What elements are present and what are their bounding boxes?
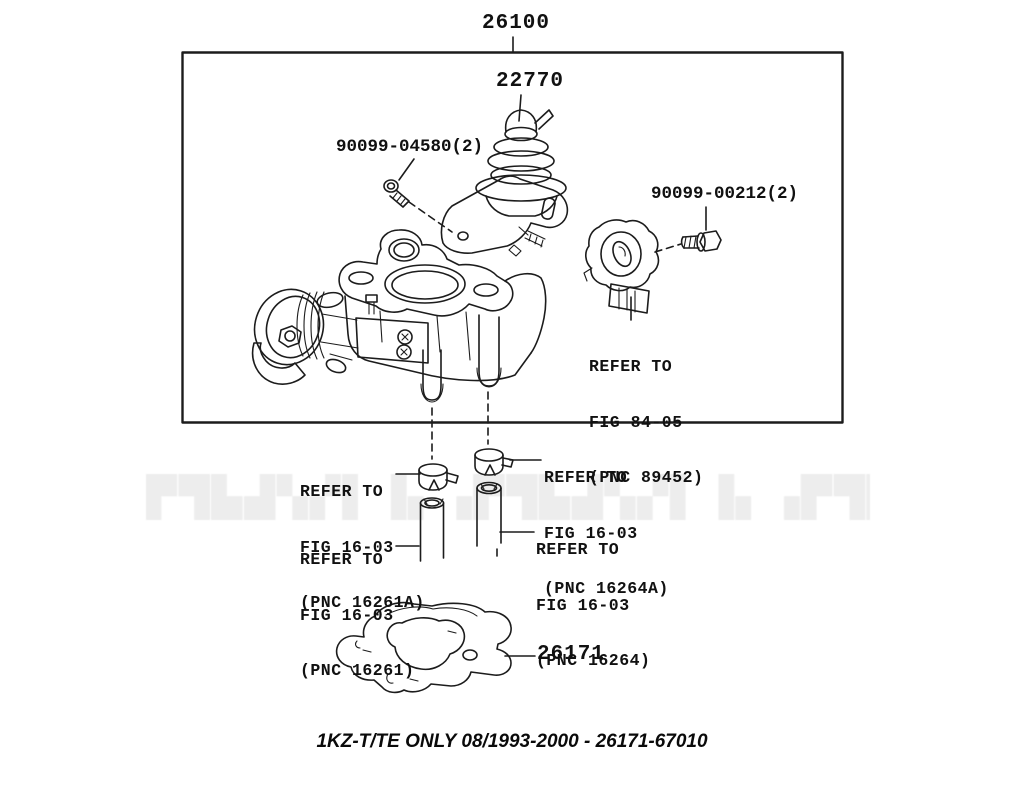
ref-note-sensor: REFER TO FIG 84-05 (PNC 89452) [589, 321, 703, 525]
clamp-right-drawing [474, 448, 514, 476]
ref-line: (PNC 16261A) [300, 593, 425, 612]
ref-note-hose-left: REFER TO FIG 16-03 (PNC 16261) [300, 514, 414, 718]
throttle-body-drawing [251, 229, 547, 403]
ref-line: (PNC 16264) [536, 651, 651, 670]
dashed-lines [408, 201, 682, 562]
ref-line: REFER TO [589, 357, 673, 376]
part-number-egr-valve: 22770 [496, 70, 565, 93]
screw-drawing [383, 179, 410, 208]
part-number-screw: 90099-04580(2) [336, 137, 484, 157]
part-number-assembly: 26100 [482, 12, 551, 35]
ref-line: REFER TO [544, 468, 628, 487]
assembly-box [181, 51, 844, 424]
ref-line: FIG 16-03 [544, 523, 638, 543]
ref-line: (PNC 16264A) [544, 579, 669, 598]
leader-lines [395, 36, 707, 657]
ref-note-clamp-left: REFER TO FIG 16-03 (PNC 16261A) [300, 446, 425, 650]
ref-line: (PNC 89452) [589, 468, 704, 487]
ref-line: REFER TO [536, 540, 620, 559]
part-number-bolt: 90099-00212(2) [651, 184, 799, 204]
hose-right-drawing [476, 481, 502, 547]
ref-line: FIG 16-03 [300, 605, 394, 625]
ref-line: (PNC 16261) [300, 661, 415, 680]
ref-line: REFER TO [300, 482, 384, 501]
diagram-caption: 1KZ-T/TE ONLY 08/1993-2000 - 26171-67010 [316, 731, 708, 752]
bolt-drawing [680, 230, 722, 252]
ref-line: FIG 84-05 [589, 412, 683, 432]
throttle-sensor-drawing [583, 219, 660, 314]
ref-note-clamp-right: REFER TO FIG 16-03 (PNC 16264A) [544, 432, 669, 636]
ref-line: FIG 16-03 [536, 595, 630, 615]
clamp-left-drawing [418, 463, 459, 491]
egr-bracket-drawing [440, 175, 569, 257]
ref-line: FIG 16-03 [300, 537, 394, 557]
ref-line: REFER TO [300, 550, 384, 569]
ref-note-hose-right: REFER TO FIG 16-03 (PNC 16264) [536, 504, 650, 708]
egr-valve-drawing [475, 109, 567, 217]
watermark: ▛▜▙▟▚▞▌▐▖▗▛▜▙▟▚▞▌▐▖▗▛▜▙▟▚▞▌▐▖▗▛▜▙▟▚▞ [146, 474, 870, 520]
part-number-gasket: 26171 [537, 643, 606, 666]
gasket-drawing [335, 601, 512, 694]
hose-left-drawing [419, 497, 445, 562]
